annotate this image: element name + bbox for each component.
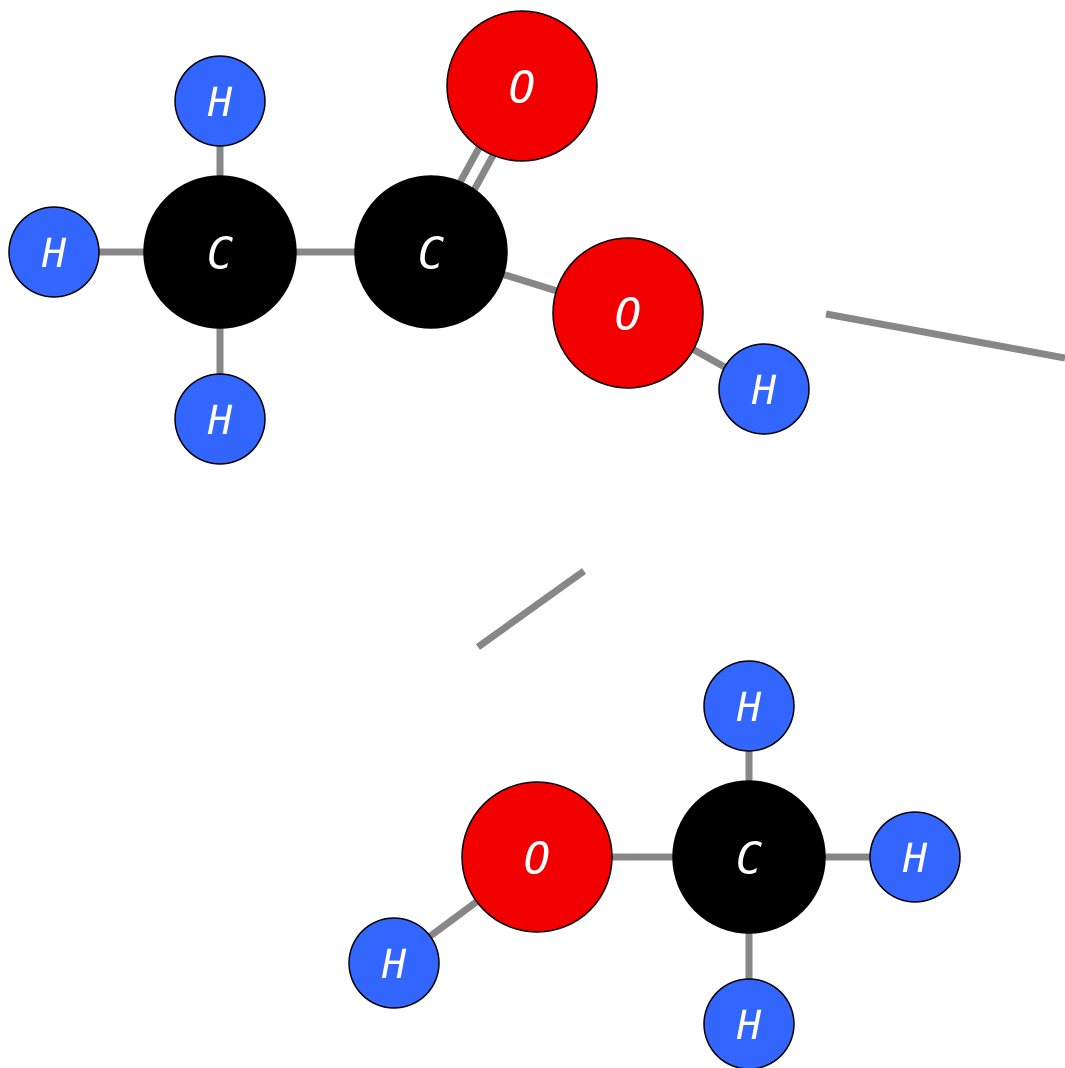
stroke-layer xyxy=(475,310,1065,650)
reaction-stroke-center xyxy=(475,568,587,650)
atom-layer: C C O O H H H H C O H H H H xyxy=(8,10,961,1068)
atom-circle xyxy=(703,978,795,1068)
atom-circle xyxy=(354,175,508,329)
atom-circle xyxy=(672,780,826,934)
atom-label: C xyxy=(207,229,234,280)
atom-h-a8: H xyxy=(718,343,810,435)
atom-label: H xyxy=(751,368,777,414)
atom-circle xyxy=(461,781,613,933)
atom-label: H xyxy=(381,942,407,988)
atom-circle xyxy=(869,811,961,903)
atom-label: H xyxy=(736,1003,762,1049)
atom-h-a5: H xyxy=(8,206,100,298)
atom-h-b6: H xyxy=(348,917,440,1009)
atom-h-a6: H xyxy=(174,55,266,147)
atom-h-b5: H xyxy=(703,978,795,1068)
atom-circle xyxy=(143,175,297,329)
atom-circle xyxy=(174,55,266,147)
atom-circle xyxy=(718,343,810,435)
atom-label: O xyxy=(509,63,536,114)
atom-circle xyxy=(8,206,100,298)
atom-label: C xyxy=(418,229,445,280)
atom-label: H xyxy=(902,836,928,882)
atom-circle xyxy=(174,373,266,465)
atom-o-a3: O xyxy=(446,10,598,162)
atom-label: O xyxy=(524,834,551,885)
atom-c-a1: C xyxy=(143,175,297,329)
atom-circle xyxy=(446,10,598,162)
atom-circle xyxy=(552,237,704,389)
atom-h-b3: H xyxy=(703,660,795,752)
atom-h-a7: H xyxy=(174,373,266,465)
atom-label: H xyxy=(207,80,233,126)
atom-label: H xyxy=(207,398,233,444)
atom-label: H xyxy=(41,231,67,277)
atom-h-b4: H xyxy=(869,811,961,903)
atom-o-b2: O xyxy=(461,781,613,933)
reaction-stroke-right xyxy=(825,310,1065,362)
atom-label: O xyxy=(615,290,642,341)
atom-o-a4: O xyxy=(552,237,704,389)
atom-c-b1: C xyxy=(672,780,826,934)
atom-circle xyxy=(703,660,795,752)
atom-label: H xyxy=(736,685,762,731)
atom-circle xyxy=(348,917,440,1009)
atom-label: C xyxy=(736,834,763,885)
atom-c-a2: C xyxy=(354,175,508,329)
